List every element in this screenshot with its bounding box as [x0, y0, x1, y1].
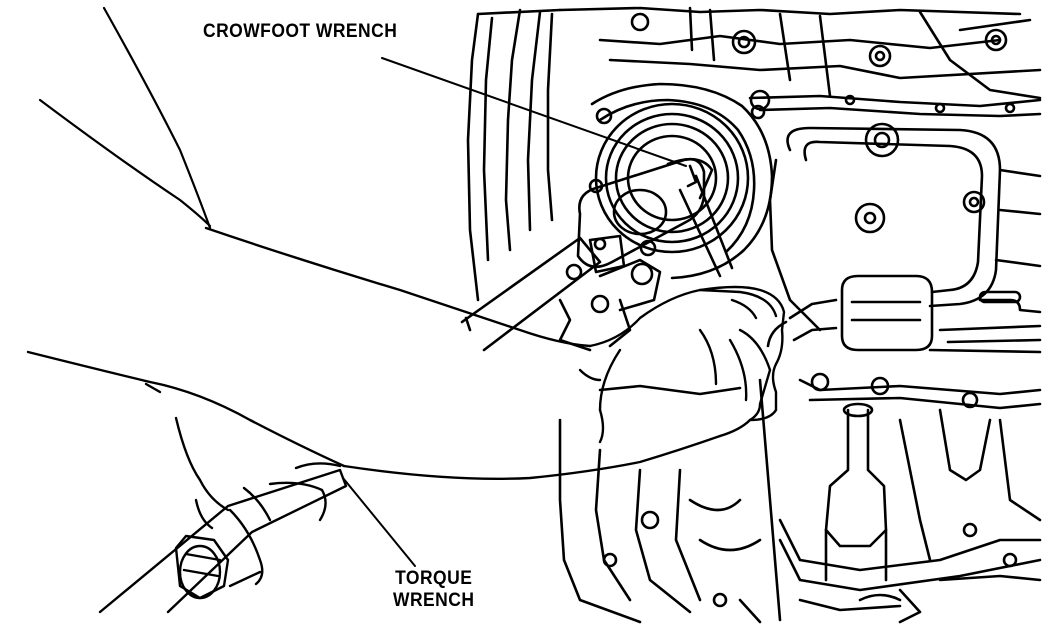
right-hand: [204, 226, 786, 480]
torque-wrench-label-line1: TORQUE: [395, 568, 473, 589]
crowfoot-leader-line: [381, 57, 687, 167]
engine-housing: [466, 6, 1042, 624]
torque-wrench-label: TORQUE WRENCH: [393, 568, 474, 612]
crowfoot-wrench-label: CROWFOOT WRENCH: [203, 21, 398, 42]
torque-leader-line: [342, 477, 416, 567]
torque-wrench-label-line2: WRENCH: [393, 590, 475, 611]
left-hand: [26, 350, 348, 614]
crowfoot-handle: [460, 157, 734, 352]
leader-lines: [342, 57, 687, 567]
left-arm: [38, 6, 212, 230]
